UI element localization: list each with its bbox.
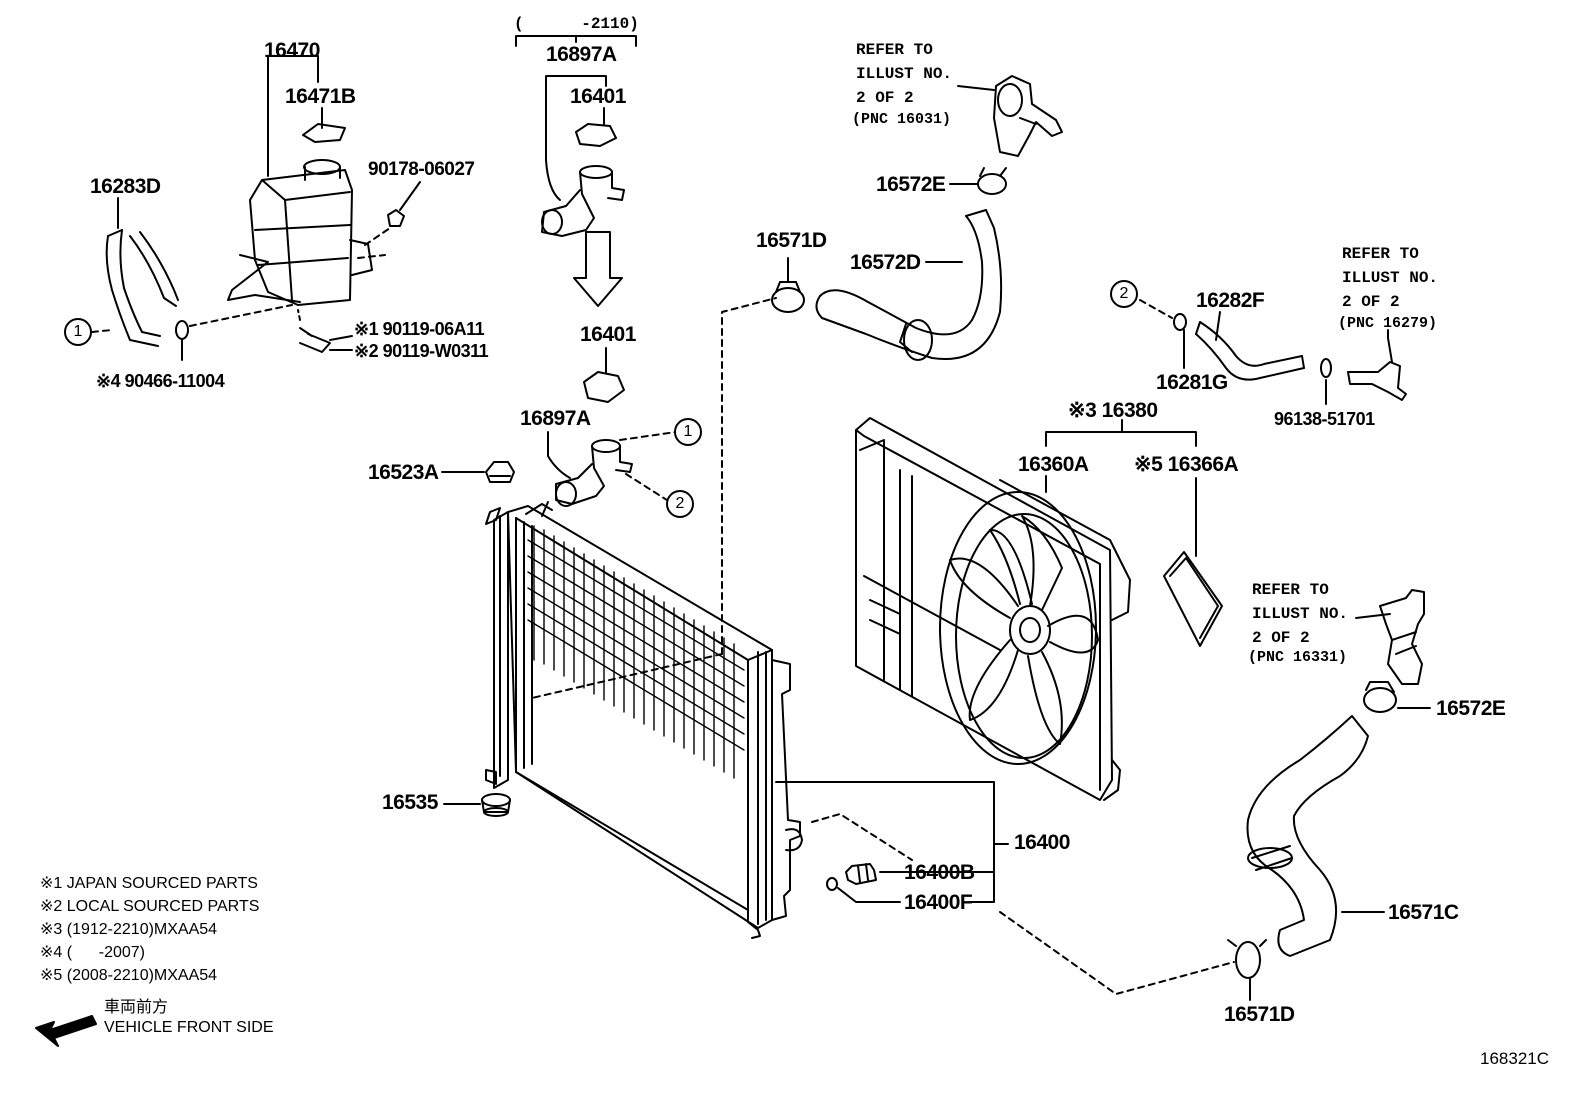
radiator-16400 — [485, 501, 803, 939]
label-90119-W0311: ※2 90119-W0311 — [354, 341, 489, 361]
clip-16281G — [1173, 313, 1187, 331]
label-16282F: 16282F — [1196, 289, 1265, 312]
radiator-cap-16401-top — [575, 123, 617, 147]
label-16572D: 16572D — [850, 251, 921, 274]
refer1-line3: 2 OF 2 — [856, 89, 914, 107]
mount-16535 — [481, 793, 511, 817]
label-16380: ※3 16380 — [1068, 399, 1158, 422]
label-90178-06027: 90178-06027 — [368, 159, 475, 180]
upper-hose-16572D — [815, 209, 1003, 361]
label-range-top: ( -2110) — [514, 15, 639, 33]
label-16400: 16400 — [1014, 831, 1070, 854]
reservoir-cap-16471B — [302, 123, 346, 143]
oring-16400F — [826, 877, 838, 891]
label-16401-top: 16401 — [570, 85, 626, 108]
lower-hose-16571C — [1246, 715, 1369, 957]
front-label-en: VEHICLE FRONT SIDE — [104, 1019, 274, 1036]
reservoir-tank — [227, 159, 373, 306]
clip-90178 — [387, 209, 405, 227]
label-16360A: 16360A — [1018, 453, 1089, 476]
callout-2-mid: 2 — [666, 490, 694, 518]
grommet-16523A — [485, 461, 515, 483]
label-16897A-top: 16897A — [546, 43, 617, 66]
label-90466-11004: ※4 90466-11004 — [96, 371, 225, 391]
callout-1-right: 1 — [674, 418, 702, 446]
filter-16366A — [1163, 551, 1223, 647]
label-16401-mid: 16401 — [580, 323, 636, 346]
label-16571C: 16571C — [1388, 901, 1459, 924]
refer1-line1: REFER TO — [856, 41, 933, 59]
refer3-line4: (PNC 16331) — [1248, 649, 1348, 666]
drain-plug-16400B — [845, 863, 877, 885]
clamp-16571D-top — [771, 281, 805, 313]
front-label-jp: 車両前方 — [104, 999, 169, 1016]
pipe-16279 — [1347, 337, 1407, 401]
overflow-hose-16283D — [105, 229, 179, 347]
label-16535: 16535 — [382, 791, 438, 814]
label-16366A: ※5 16366A — [1134, 453, 1239, 476]
label-16571D-bot: 16571D — [1224, 1003, 1295, 1026]
clamp-16572E-bot — [1363, 681, 1397, 713]
label-16471B: 16471B — [285, 85, 356, 108]
callout-1-left: 1 — [64, 318, 92, 346]
label-16400B: 16400B — [904, 861, 975, 884]
filler-neck-16897A-mid — [555, 439, 633, 507]
note-1: ※1 JAPAN SOURCED PARTS — [40, 875, 258, 892]
refer3-line2: ILLUST NO. — [1252, 605, 1349, 623]
note-5: ※5 (2008-2210)MXAA54 — [40, 967, 218, 984]
refer2-line1: REFER TO — [1342, 245, 1419, 263]
clip-96138 — [1320, 358, 1332, 378]
figure-id: 168321C — [1480, 1049, 1550, 1068]
fan-shroud-16360A — [855, 417, 1131, 801]
callout-2-right: 2 — [1110, 280, 1138, 308]
label-16523A: 16523A — [368, 461, 439, 484]
note-2: ※2 LOCAL SOURCED PARTS — [40, 898, 260, 915]
radiator-fins — [527, 525, 745, 779]
radiator-cap-16401-mid — [583, 371, 625, 403]
label-16571D-top: 16571D — [756, 229, 827, 252]
label-96138-51701: 96138-51701 — [1274, 409, 1375, 429]
refer3-line1: REFER TO — [1252, 581, 1329, 599]
bolt-90119 — [299, 327, 331, 353]
label-90119-06A11: ※1 90119-06A11 — [354, 319, 485, 339]
clamp-16572E-top — [977, 167, 1007, 195]
refer2-line4: (PNC 16279) — [1338, 315, 1438, 332]
refer3-line3: 2 OF 2 — [1252, 629, 1310, 647]
note-3: ※3 (1912-2210)MXAA54 — [40, 921, 218, 938]
label-16400F: 16400F — [904, 891, 973, 914]
label-16470: 16470 — [264, 39, 320, 62]
filler-neck-16897A-top — [541, 165, 625, 237]
refer1-line2: ILLUST NO. — [856, 65, 953, 83]
label-16572E-top: 16572E — [876, 173, 946, 196]
inlet-16331 — [1379, 589, 1425, 685]
label-16572E-bot: 16572E — [1436, 697, 1506, 720]
hose-16282F — [1195, 321, 1305, 381]
outlet-16031 — [993, 75, 1063, 157]
hose-clip-90466 — [175, 320, 189, 340]
down-arrow — [573, 231, 623, 307]
label-16283D: 16283D — [90, 175, 161, 198]
refer2-line3: 2 OF 2 — [1342, 293, 1400, 311]
clamp-16571D-bot — [1227, 939, 1267, 979]
refer2-line2: ILLUST NO. — [1342, 269, 1439, 287]
label-16897A-mid: 16897A — [520, 407, 591, 430]
note-4: ※4 ( -2007) — [40, 944, 145, 961]
refer1-line4: (PNC 16031) — [852, 111, 952, 128]
label-16281G: 16281G — [1156, 371, 1228, 394]
front-arrow-icon — [35, 1015, 97, 1047]
